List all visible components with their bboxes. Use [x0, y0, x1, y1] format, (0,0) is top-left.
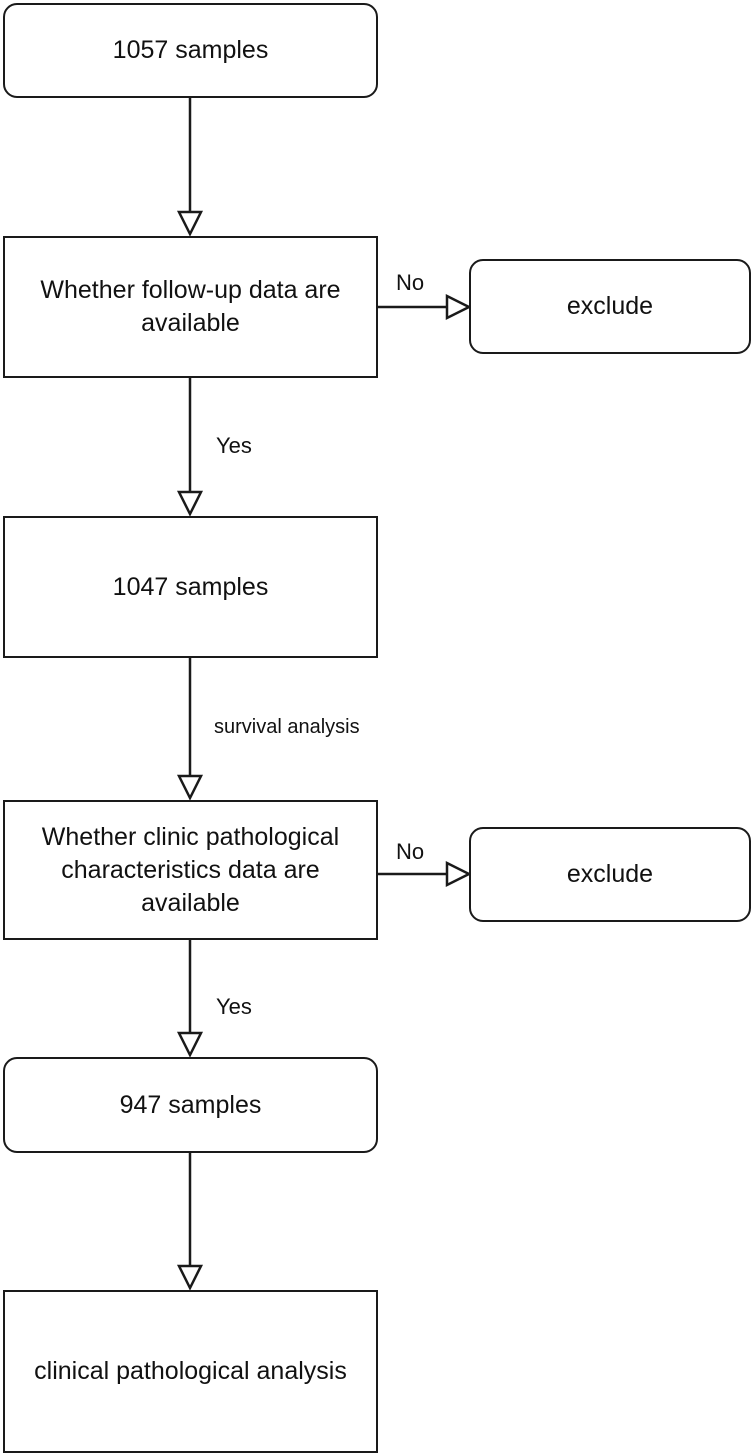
- node-exclude-2: exclude: [469, 827, 751, 922]
- node-exclude-2-label: exclude: [566, 860, 654, 888]
- decision-clinic-pathological-data: Whether clinic pathological characterist…: [3, 800, 378, 940]
- node-clinical-pathological-analysis-label: clinical pathological analysis: [34, 1357, 347, 1385]
- arrowhead-start-q1: [176, 210, 204, 237]
- edge-label-q2-yes: Yes: [216, 994, 252, 1019]
- node-947-samples: 947 samples: [3, 1057, 378, 1153]
- arrowhead-q1-n2: [176, 490, 204, 517]
- node-1057-samples: 1057 samples: [3, 3, 378, 98]
- arrowhead-n2-q2: [176, 774, 204, 801]
- decision-follow-up-data: Whether follow-up data are available: [3, 236, 378, 378]
- decision-clinic-pathological-data-label: Whether clinic pathological characterist…: [41, 822, 340, 917]
- edge-label-q1-yes: Yes: [216, 433, 252, 458]
- edge-label-q2-no: No: [396, 839, 425, 864]
- arrowhead-q1-ex1: [445, 293, 472, 321]
- node-1047-samples-label: 1047 samples: [112, 572, 269, 601]
- node-exclude-1-label: exclude: [566, 292, 654, 320]
- node-exclude-1: exclude: [469, 259, 751, 354]
- arrowhead-q2-ex2: [445, 860, 472, 888]
- node-clinical-pathological-analysis: clinical pathological analysis: [3, 1290, 378, 1453]
- arrowhead-n3-end: [176, 1264, 204, 1291]
- edge-label-survival-analysis: survival analysis: [214, 716, 360, 738]
- edge-label-q1-no: No: [396, 270, 425, 295]
- node-1047-samples: 1047 samples: [3, 516, 378, 658]
- node-947-samples-label: 947 samples: [119, 1090, 262, 1119]
- decision-follow-up-data-label: Whether follow-up data are available: [40, 276, 341, 337]
- node-1057-samples-label: 1057 samples: [112, 36, 269, 64]
- arrowhead-q2-n3: [176, 1031, 204, 1058]
